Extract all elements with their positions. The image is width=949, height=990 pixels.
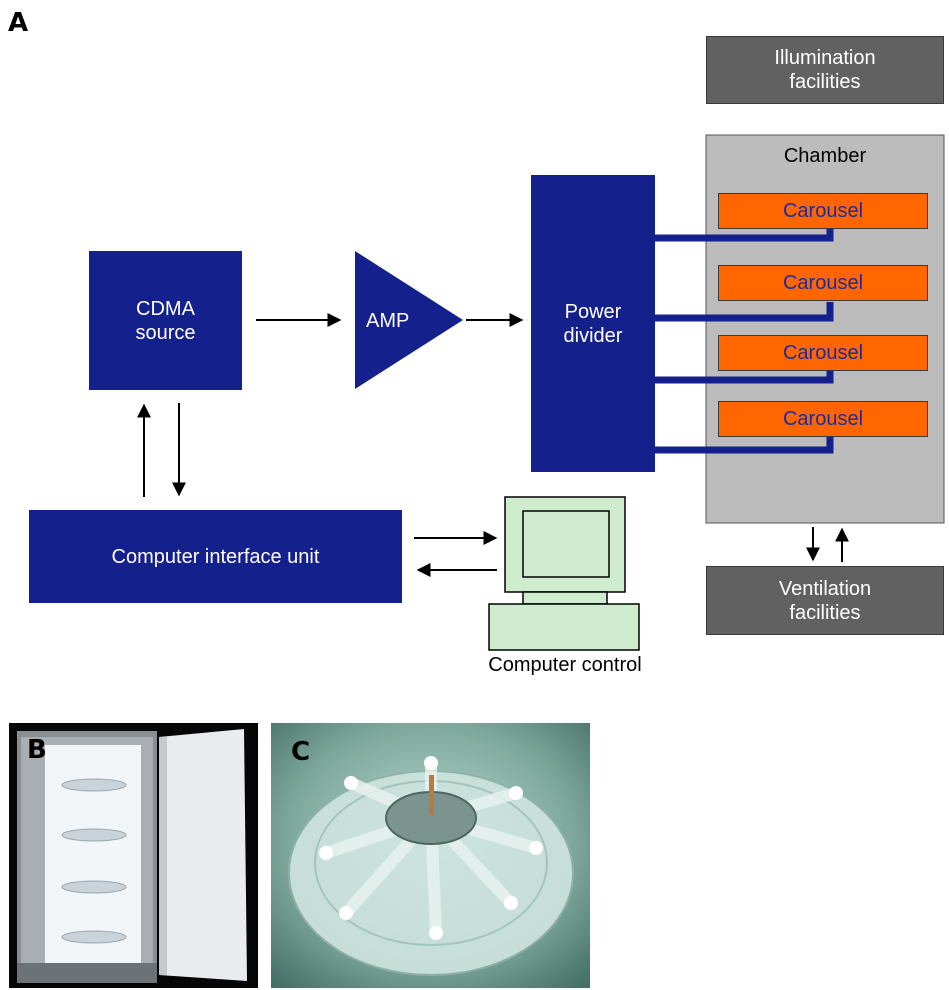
amp-label: AMP: [366, 310, 410, 332]
carousel-photo: C: [271, 723, 590, 988]
computer-control-label: Computer control: [488, 654, 642, 676]
amp-triangle: [355, 251, 463, 389]
carousel-photo-illustration: [271, 723, 590, 988]
illumination-facilities-block: Illumination facilities: [706, 36, 944, 104]
carousel-block: Carousel: [718, 401, 928, 437]
chamber-photo: B: [9, 723, 258, 988]
carousel-block: Carousel: [718, 265, 928, 301]
power-divider-block: Power divider: [531, 175, 655, 472]
rf-cables: [655, 228, 834, 454]
panel-label-c: C: [291, 737, 311, 767]
computer-icon: [488, 496, 640, 651]
chamber-label: Chamber: [783, 145, 867, 167]
panel-label-a: A: [8, 8, 29, 38]
ventilation-facilities-block: Ventilation facilities: [706, 566, 944, 635]
computer-interface-unit-block: Computer interface unit: [29, 510, 402, 603]
panel-label-b: B: [27, 735, 47, 765]
chamber-photo-illustration: [9, 723, 258, 988]
carousel-block: Carousel: [718, 335, 928, 371]
cdma-source-block: CDMA source: [89, 251, 242, 390]
carousel-block: Carousel: [718, 193, 928, 229]
